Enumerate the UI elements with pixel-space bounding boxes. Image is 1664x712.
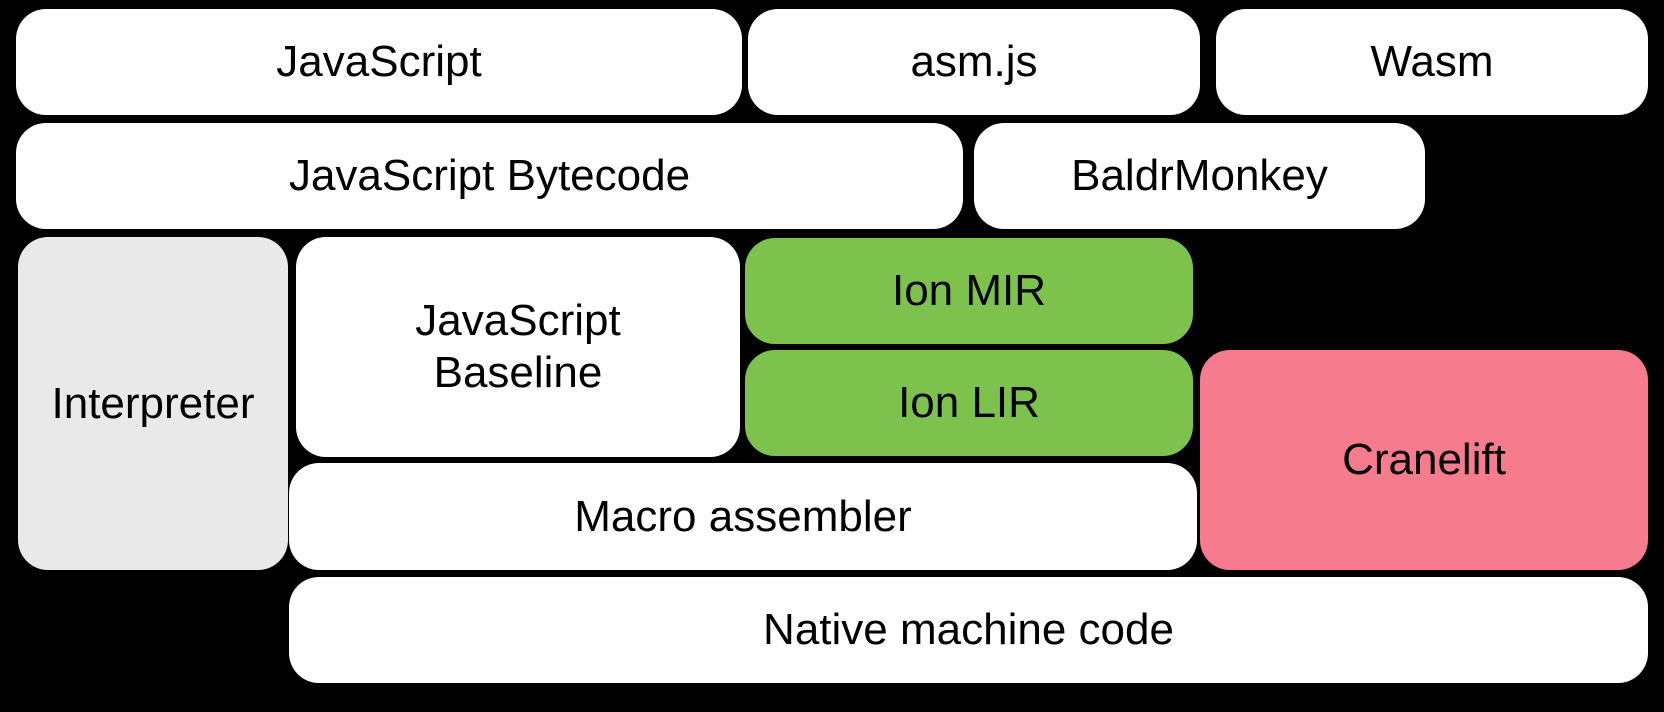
node-wasm: Wasm: [1216, 9, 1648, 115]
node-wasm-label: Wasm: [1370, 37, 1494, 87]
node-cranelift-label: Cranelift: [1342, 435, 1506, 485]
node-javascript-baseline-line1: JavaScript: [415, 296, 621, 346]
node-ion-mir: Ion MIR: [745, 238, 1193, 344]
node-javascript-baseline-line2: Baseline: [433, 348, 603, 397]
node-native-machine-code-label: Native machine code: [763, 605, 1174, 655]
node-macro-assembler: Macro assembler: [289, 463, 1197, 570]
node-native-machine-code: Native machine code: [289, 577, 1648, 683]
node-javascript-bytecode-label: JavaScript Bytecode: [288, 151, 691, 201]
node-interpreter: Interpreter: [18, 237, 288, 570]
node-ion-mir-label: Ion MIR: [891, 266, 1047, 316]
node-asmjs: asm.js: [748, 9, 1200, 115]
node-javascript-label: JavaScript: [276, 37, 482, 87]
node-baldrmonkey: BaldrMonkey: [974, 123, 1425, 229]
node-interpreter-label: Interpreter: [51, 378, 255, 428]
node-cranelift: Cranelift: [1200, 350, 1648, 570]
node-javascript-baseline-label: JavaScript Baseline: [415, 295, 620, 399]
node-asmjs-label: asm.js: [910, 37, 1038, 87]
node-ion-lir: Ion LIR: [745, 350, 1193, 456]
node-javascript-bytecode: JavaScript Bytecode: [16, 123, 963, 229]
node-javascript-baseline: JavaScript Baseline: [296, 237, 740, 457]
node-baldrmonkey-label: BaldrMonkey: [1071, 151, 1328, 201]
node-ion-lir-label: Ion LIR: [898, 378, 1040, 428]
node-javascript: JavaScript: [16, 9, 742, 115]
node-macro-assembler-label: Macro assembler: [574, 491, 912, 541]
